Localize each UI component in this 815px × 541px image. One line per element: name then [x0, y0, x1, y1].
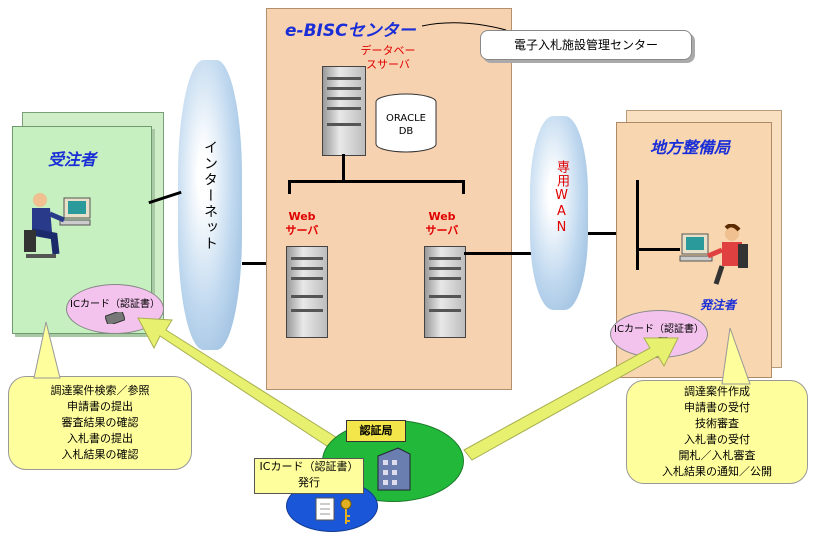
- web-server-right-label1: Web: [428, 210, 456, 223]
- internet-label: インターネット: [202, 140, 218, 252]
- contractor-task-3: 審査結果の確認: [61, 416, 139, 429]
- web-server-right-icon: [424, 246, 466, 338]
- center-to-wan-link: [464, 252, 538, 255]
- bureau-tasks-callout: 調達案件作成 申請書の受付 技術審査 入札書の受付 開札／入札審査 入札結果の通…: [626, 380, 808, 484]
- wan-label: 専用WAN: [554, 160, 569, 236]
- bureau-lan-branch: [636, 248, 680, 251]
- web-server-left-label2: サーバ: [285, 224, 319, 237]
- contractor-callout-tail: [33, 321, 61, 379]
- wan-to-bureau-link: [588, 232, 640, 235]
- center-note-box: 電子入札施設管理センター: [480, 30, 692, 60]
- internet-to-center-link: [242, 262, 286, 265]
- ca-issue-box: ICカード（認証書） 発行: [254, 458, 364, 494]
- web-server-left-label1: Web: [288, 210, 316, 223]
- database-icon: [375, 93, 437, 153]
- server-bus: [288, 180, 464, 183]
- ca-title: 認証局: [346, 420, 406, 442]
- ca-issue-line1: ICカード（認証書）: [259, 460, 359, 473]
- wan-cloud: [530, 116, 588, 310]
- contractor-ic-card-label: ICカード（認証書）: [70, 299, 160, 310]
- orderer-label: 発注者: [700, 298, 737, 312]
- db-label-oracle: ORACLE: [386, 113, 426, 124]
- db-label-db: DB: [398, 126, 414, 137]
- db-uplink: [342, 154, 345, 182]
- contractor-task-5: 入札結果の確認: [61, 448, 139, 461]
- center-title: e-BISCセンター: [285, 21, 416, 41]
- contractor-tasks-callout: 調達案件検索／参照 申請書の提出 審査結果の確認 入札書の提出 入札結果の確認: [8, 376, 192, 470]
- internet-cloud: [178, 60, 242, 350]
- ic-card-icon: [104, 309, 126, 327]
- bureau-callout-tail: [721, 327, 751, 385]
- contractor-task-4: 入札書の提出: [67, 432, 133, 445]
- bureau-task-4: 入札書の受付: [684, 433, 750, 446]
- contractor-person-icon: [24, 193, 91, 258]
- web-server-left-icon: [286, 246, 328, 338]
- orderer-person-icon: [679, 224, 748, 285]
- bus-drop-right: [462, 180, 465, 194]
- bureau-task-5: 開札／入札審査: [678, 449, 756, 462]
- contractor-title: 受注者: [48, 150, 97, 169]
- certificate-key-icon: [315, 497, 352, 524]
- db-server-label: データベースサーバ: [360, 44, 416, 71]
- bureau-title: 地方整備局: [650, 138, 731, 157]
- contractor-task-2: 申請書の提出: [67, 400, 133, 413]
- bureau-ic-card-label: ICカード（認証書）: [614, 324, 704, 335]
- web-server-right-label2: サーバ: [425, 224, 459, 237]
- bus-drop-left: [288, 180, 291, 194]
- center-note-pointer: [421, 22, 507, 31]
- bureau-task-6: 入札結果の通知／公開: [662, 465, 772, 478]
- ca-issue-line2: 発行: [298, 476, 320, 489]
- db-server-icon: [322, 66, 366, 156]
- bureau-lan-trunk: [636, 180, 639, 270]
- bureau-task-2: 申請書の受付: [684, 401, 750, 414]
- bureau-task-3: 技術審査: [695, 417, 739, 430]
- bureau-task-1: 調達案件作成: [684, 385, 750, 398]
- ca-building-icon: [377, 447, 411, 491]
- ic-card-distribution-arrows: [137, 317, 679, 461]
- contractor-task-1: 調達案件検索／参照: [50, 384, 150, 397]
